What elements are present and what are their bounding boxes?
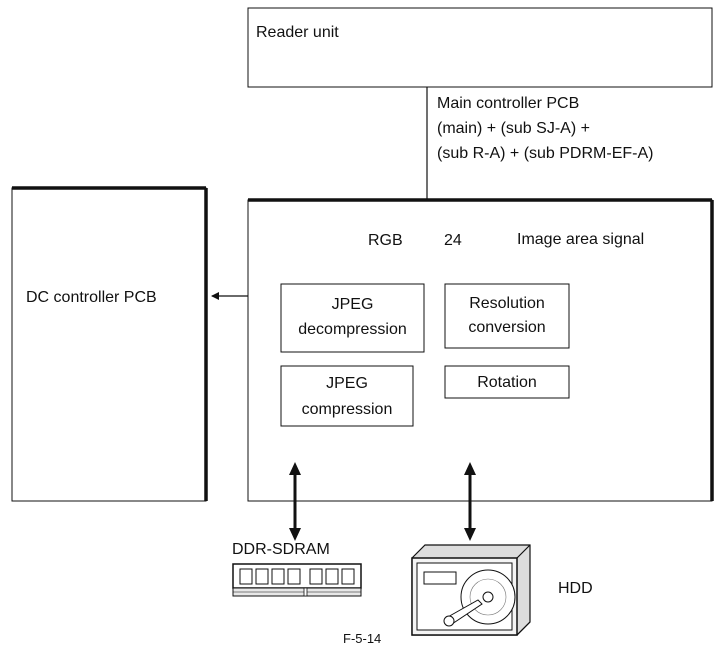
resolution-conversion-box	[444, 283, 570, 349]
resolution-conversion-line-1: Resolution	[469, 295, 545, 312]
main-controller-title-line-1: Main controller PCB	[437, 95, 580, 112]
jpeg-decompression-line-2: decompression	[298, 321, 407, 338]
jpeg-compression-line-1: JPEG	[326, 375, 368, 392]
main-controller-title-line-3: (sub R-A) + (sub PDRM-EF-A)	[437, 145, 654, 162]
hdd-label: HDD	[558, 580, 593, 597]
jpeg-decompression-box	[280, 283, 425, 353]
jpeg-decompression-line-1: JPEG	[331, 296, 374, 313]
reader-unit-box	[247, 7, 713, 88]
jpeg-compression-box	[280, 365, 414, 427]
hdd-arrowhead-bottom	[464, 528, 476, 541]
dc-controller-box	[11, 187, 207, 502]
bus-width-label: 24	[444, 232, 462, 249]
ddr-arrowhead-bottom	[289, 528, 301, 541]
reader-unit-label: Reader unit	[256, 24, 339, 41]
dc-controller-label: DC controller PCB	[26, 289, 157, 306]
rgb-label: RGB	[368, 232, 403, 249]
ddr-arrowhead-top	[289, 462, 301, 475]
ddr-sdram-label: DDR-SDRAM	[232, 541, 330, 558]
hdd-drive-icon	[411, 544, 531, 636]
hdd-arrowhead-top	[464, 462, 476, 475]
main-controller-title-line-2: (main) + (sub SJ-A) +	[437, 120, 590, 137]
jpeg-compression-line-2: compression	[301, 401, 393, 418]
figure-caption: F-5-14	[343, 631, 382, 646]
resolution-conversion-line-2: conversion	[468, 319, 546, 336]
rotation-box	[444, 365, 570, 399]
image-area-signal-label: Image area signal	[517, 231, 645, 248]
ddr-sdram-module-icon	[232, 563, 362, 597]
rotation-label: Rotation	[477, 374, 537, 391]
